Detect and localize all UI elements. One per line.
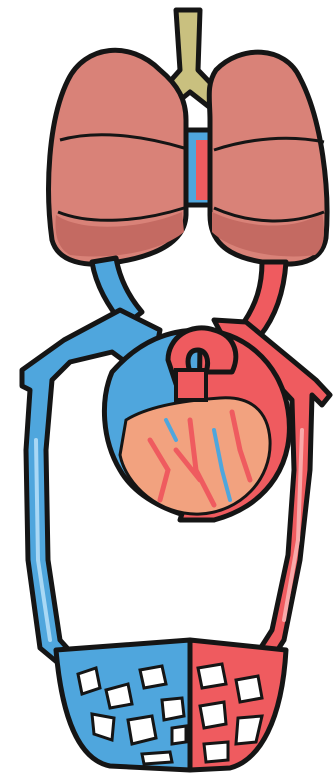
heart	[104, 328, 289, 520]
capillary-bed	[56, 640, 286, 770]
